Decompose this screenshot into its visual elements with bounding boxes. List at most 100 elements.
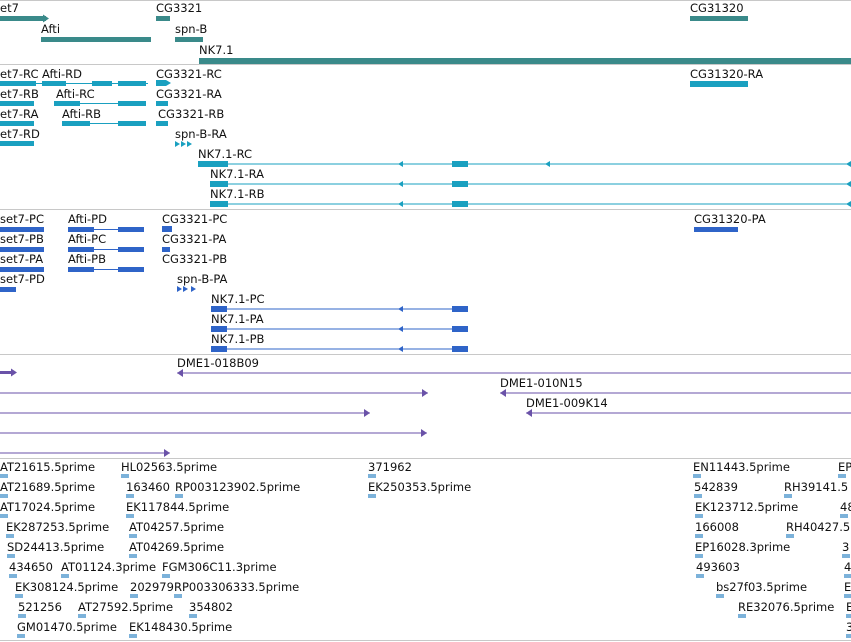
transcript-label[interactable]: Afti-RC xyxy=(56,87,95,101)
transcript-exon[interactable] xyxy=(0,141,34,146)
clone-bar[interactable] xyxy=(421,429,427,437)
transcript-exon[interactable] xyxy=(118,247,144,252)
est-glyph[interactable] xyxy=(844,574,851,578)
transcript-exon[interactable] xyxy=(452,306,468,312)
est-label[interactable]: HL02563.5prime xyxy=(121,460,218,474)
transcript-exon[interactable] xyxy=(0,267,44,272)
transcript-exon[interactable] xyxy=(118,121,146,126)
transcript-exon[interactable] xyxy=(452,346,468,352)
est-glyph[interactable] xyxy=(695,534,703,538)
transcript-exon[interactable] xyxy=(398,346,403,352)
est-glyph[interactable] xyxy=(174,594,182,598)
gene-label[interactable]: et7 xyxy=(0,1,19,15)
gene-label[interactable]: CG3321 xyxy=(156,1,203,15)
est-label[interactable]: 48 xyxy=(840,500,851,514)
transcript-label[interactable]: Afti-RB xyxy=(62,107,102,121)
transcript-label[interactable]: set7-PC xyxy=(0,212,45,226)
est-glyph[interactable] xyxy=(738,614,746,618)
transcript-exon[interactable] xyxy=(166,80,171,86)
transcript-exon[interactable] xyxy=(191,286,196,292)
transcript-exon[interactable] xyxy=(545,161,550,167)
est-label[interactable]: AT01124.3prime xyxy=(61,560,157,574)
est-label[interactable]: 163460 xyxy=(126,480,170,494)
transcript-label[interactable]: set7-PA xyxy=(0,252,44,266)
transcript-exon[interactable] xyxy=(62,121,90,126)
transcript-exon[interactable] xyxy=(183,286,188,292)
gene-label[interactable]: CG31320 xyxy=(690,1,744,15)
transcript-exon[interactable] xyxy=(92,81,112,86)
est-label[interactable]: 354802 xyxy=(189,600,233,614)
est-label[interactable]: E xyxy=(844,580,851,594)
transcript-label[interactable]: et7-RA xyxy=(0,107,39,121)
est-label[interactable]: EP16028.3prime xyxy=(695,540,791,554)
est-label[interactable]: AT21615.5prime xyxy=(0,460,96,474)
est-glyph[interactable] xyxy=(844,594,851,598)
transcript-label[interactable]: NK7.1-PB xyxy=(211,332,265,346)
transcript-exon[interactable] xyxy=(54,101,80,106)
transcript-exon[interactable] xyxy=(846,161,851,167)
transcript-exon[interactable] xyxy=(156,101,168,106)
est-glyph[interactable] xyxy=(694,494,702,498)
est-label[interactable]: 371962 xyxy=(368,460,412,474)
transcript-exon[interactable] xyxy=(398,181,403,187)
est-glyph[interactable] xyxy=(846,614,851,618)
transcript-exon[interactable] xyxy=(68,267,94,272)
est-glyph[interactable] xyxy=(130,594,138,598)
est-label[interactable]: RP003306333.5prime xyxy=(174,580,300,594)
gene-bar[interactable] xyxy=(690,16,748,21)
transcript-label[interactable]: Afti-PB xyxy=(68,252,106,266)
est-label[interactable]: EK123712.5prime xyxy=(695,500,799,514)
clone-bar[interactable] xyxy=(364,409,370,417)
est-glyph[interactable] xyxy=(693,474,701,478)
est-label[interactable]: AT04257.5prime xyxy=(129,520,225,534)
est-label[interactable]: RH39141.5 xyxy=(784,480,849,494)
est-glyph[interactable] xyxy=(162,574,170,578)
transcript-exon[interactable] xyxy=(187,141,192,147)
est-label[interactable]: EK148430.5prime xyxy=(129,620,233,634)
transcript-exon[interactable] xyxy=(846,181,851,187)
transcript-exon[interactable] xyxy=(118,227,144,232)
transcript-exon[interactable] xyxy=(0,227,44,232)
est-label[interactable]: GM01470.5prime xyxy=(17,620,117,634)
transcript-label[interactable]: CG3321-RC xyxy=(156,67,222,81)
est-glyph[interactable] xyxy=(129,534,137,538)
gene-bar[interactable] xyxy=(199,58,851,64)
est-label[interactable]: 3 xyxy=(846,620,851,634)
est-glyph[interactable] xyxy=(189,614,197,618)
est-label[interactable]: EK117844.5prime xyxy=(126,500,230,514)
est-label[interactable]: E xyxy=(846,600,851,614)
est-label[interactable]: EP xyxy=(838,460,851,474)
clone-bar[interactable] xyxy=(11,368,17,377)
transcript-label[interactable]: CG3321-PC xyxy=(162,212,228,226)
est-label[interactable]: EK308124.5prime xyxy=(15,580,119,594)
transcript-label[interactable]: NK7.1-PA xyxy=(211,312,264,326)
est-glyph[interactable] xyxy=(121,474,129,478)
gene-bar[interactable] xyxy=(175,37,203,42)
est-label[interactable]: AT21689.5prime xyxy=(0,480,96,494)
est-glyph[interactable] xyxy=(9,574,17,578)
est-glyph[interactable] xyxy=(695,554,703,558)
transcript-exon[interactable] xyxy=(68,227,94,232)
transcript-exon[interactable] xyxy=(452,161,468,167)
est-glyph[interactable] xyxy=(17,634,25,638)
transcript-exon[interactable] xyxy=(0,101,34,106)
est-label[interactable]: SD24413.5prime xyxy=(7,540,105,554)
transcript-label[interactable]: spn-B-PA xyxy=(177,272,228,286)
transcript-exon[interactable] xyxy=(181,141,186,147)
transcript-exon[interactable] xyxy=(0,81,36,86)
est-glyph[interactable] xyxy=(842,554,850,558)
est-label[interactable]: EK250353.5prime xyxy=(368,480,472,494)
est-glyph[interactable] xyxy=(696,574,704,578)
est-label[interactable]: 434650 xyxy=(9,560,53,574)
est-glyph[interactable] xyxy=(786,534,794,538)
est-label[interactable]: RP003123902.5prime xyxy=(175,480,301,494)
transcript-label[interactable]: NK7.1-RA xyxy=(210,167,264,181)
transcript-label[interactable]: Afti-RD xyxy=(42,67,83,81)
transcript-exon[interactable] xyxy=(452,181,468,187)
clone-bar[interactable] xyxy=(164,449,170,457)
est-glyph[interactable] xyxy=(129,634,137,638)
est-glyph[interactable] xyxy=(0,514,8,518)
transcript-label[interactable]: CG3321-RB xyxy=(158,107,225,121)
transcript-label[interactable]: CG3321-PB xyxy=(162,252,228,266)
est-label[interactable]: 4 xyxy=(844,560,851,574)
